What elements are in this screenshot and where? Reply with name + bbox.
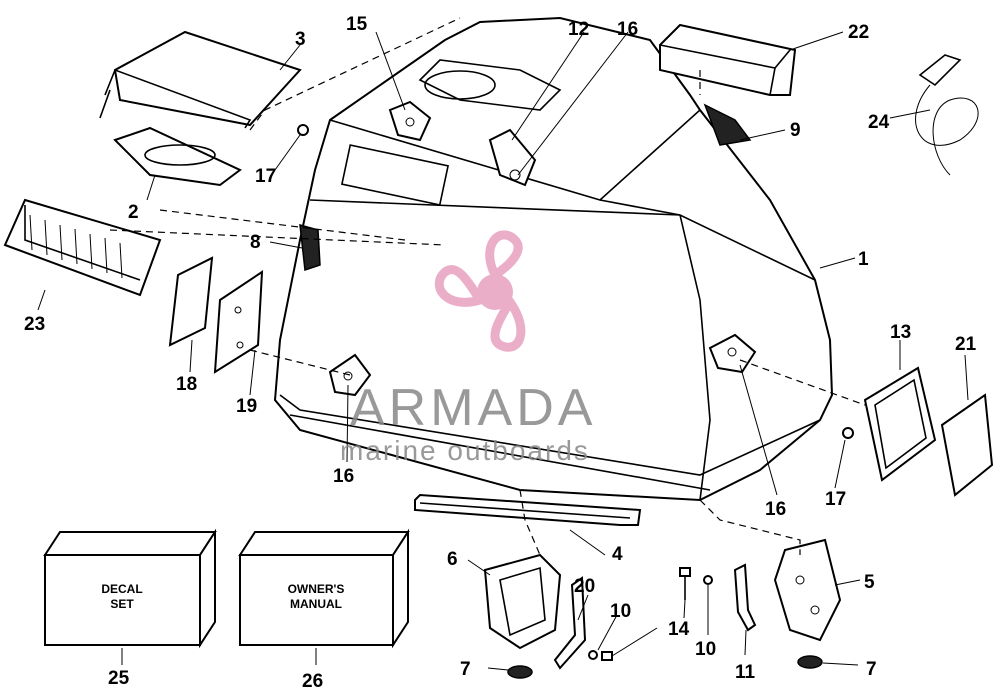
decal-label-line1: DECAL: [101, 582, 142, 596]
part-3-cover: [99, 30, 302, 129]
callout-8: 8: [250, 232, 261, 253]
callout-3: 3: [295, 29, 306, 50]
part-20-clip: [553, 576, 587, 670]
manual-label-line1: OWNER'S: [288, 582, 345, 596]
part-11-clip: [733, 563, 757, 632]
part-15-bracket: [388, 100, 432, 142]
part-22-intake: [659, 23, 797, 96]
callout-19: 19: [236, 396, 257, 417]
callout-10-left: 10: [610, 601, 631, 622]
part-2-grommet: [113, 126, 242, 187]
decal-label-line2: SET: [110, 597, 134, 611]
part-23-grille: [3, 198, 162, 297]
part-21-seal: [940, 393, 994, 497]
callout-17-right: 17: [825, 489, 846, 510]
callout-14: 14: [668, 619, 690, 640]
part-18-gasket: [168, 256, 214, 347]
callout-10-right: 10: [695, 639, 716, 660]
callout-4: 4: [612, 544, 623, 565]
part-5-latch: [773, 538, 842, 642]
callout-12: 12: [568, 19, 589, 40]
callout-11: 11: [735, 662, 756, 683]
owners-manual-box: OWNER'S MANUAL: [238, 528, 410, 649]
callout-2: 2: [128, 202, 139, 223]
callout-7-right: 7: [866, 659, 877, 680]
callout-23: 23: [24, 314, 45, 335]
armada-watermark: ARMADA marine outboards: [340, 230, 596, 466]
callout-7-left: 7: [460, 659, 471, 680]
callout-25: 25: [108, 668, 130, 689]
callout-21: 21: [955, 334, 977, 355]
callout-6: 6: [447, 549, 458, 570]
callout-18: 18: [176, 374, 197, 395]
part-4-seal-strip: [414, 493, 642, 526]
decal-set-box: DECAL SET: [43, 528, 217, 649]
leader-lines: [37, 31, 969, 671]
callout-26: 26: [302, 671, 323, 691]
callout-numbers: 1 2 3 4 5 6 7 7 8 9 10 10 11 12 13 14 15…: [24, 14, 977, 691]
callout-1: 1: [858, 249, 869, 270]
callout-24: 24: [868, 112, 890, 133]
callout-16-right: 16: [765, 499, 786, 520]
part-13-frame: [863, 366, 937, 482]
part-12-bracket: [488, 128, 537, 187]
hardware-fasteners: [297, 124, 854, 679]
callout-20: 20: [574, 576, 595, 597]
part-16-bracket-right: [708, 333, 757, 374]
callout-16-top: 16: [617, 19, 638, 40]
callout-15: 15: [346, 14, 368, 35]
callout-13: 13: [890, 322, 911, 343]
callout-17-top: 17: [255, 166, 276, 187]
callout-16-left: 16: [333, 466, 354, 487]
callout-22: 22: [848, 22, 869, 43]
propeller-icon: [434, 230, 526, 352]
watermark-brand: ARMADA: [350, 379, 596, 437]
part-16-bracket-left: [328, 353, 372, 397]
assembly-lines: [109, 17, 866, 556]
part-24-cable: [915, 54, 979, 176]
watermark-tagline: marine outboards: [340, 435, 590, 466]
callout-5: 5: [864, 572, 875, 593]
part-6-latch: [483, 553, 562, 650]
manual-label-line2: MANUAL: [290, 597, 342, 611]
part-19-plate: [213, 270, 264, 374]
callout-9: 9: [790, 120, 801, 141]
